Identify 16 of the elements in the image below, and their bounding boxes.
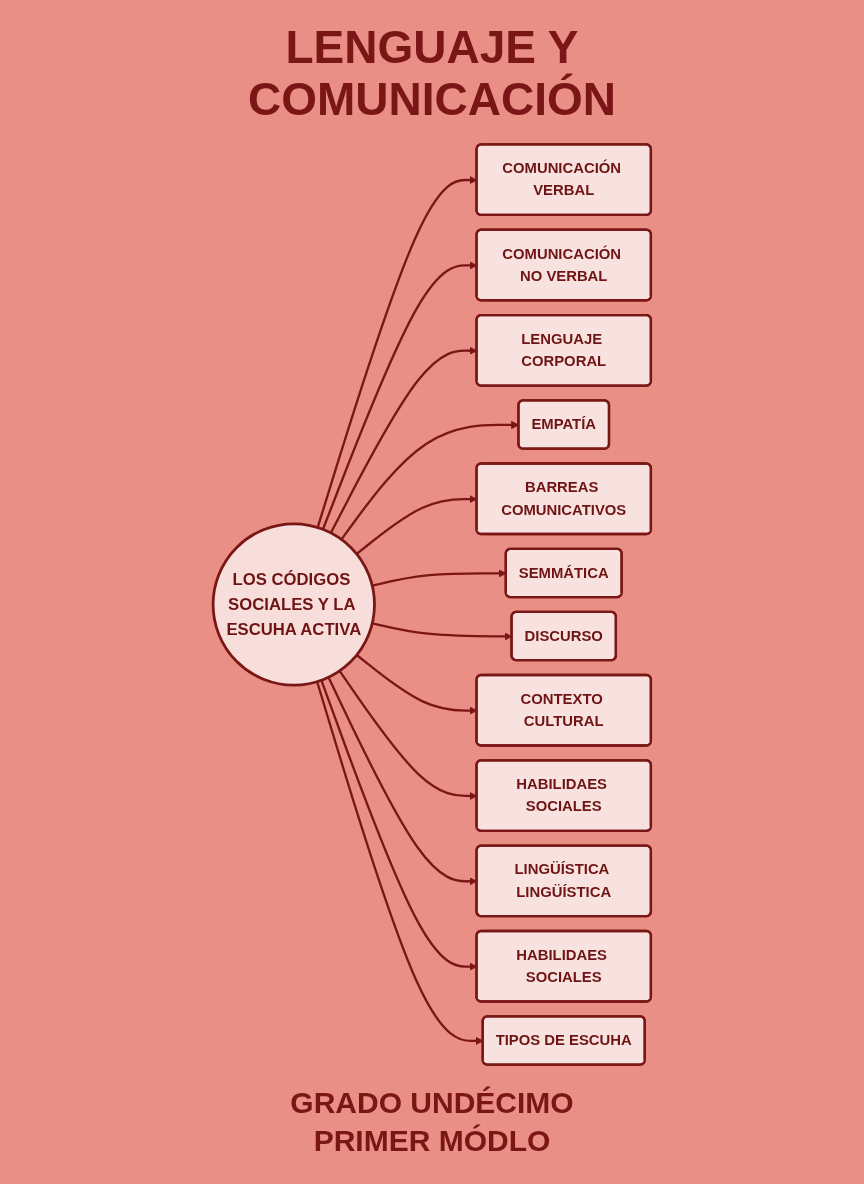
- concept-box: COMUNICACIÓN VERBAL: [475, 143, 653, 217]
- diagram-title: LENGUAJE Y COMUNICACIÓN: [247, 22, 617, 126]
- concept-box: EMPATÍA: [517, 399, 611, 450]
- concept-box: CONTEXTO CULTURAL: [475, 673, 653, 747]
- concept-box: LENGUAJE CORPORAL: [475, 313, 653, 387]
- concept-box: LINGÜÍSTICA LINGÜÍSTICA: [475, 844, 653, 918]
- footer-label: GRADO UNDÉCIMO: [290, 1086, 574, 1120]
- concept-box: COMUNICACIÓN NO VERBAL: [475, 228, 653, 302]
- concept-box: DISCURSO: [510, 610, 617, 662]
- concept-box: HABILIDAES SOCIALES: [475, 759, 653, 832]
- topic-circle: LOS CÓDIGOS SOCIALES Y LA ESCUHA ACTIVA: [211, 522, 376, 687]
- concept-box: HABILIDAES SOCIALES: [475, 929, 653, 1003]
- footer-label: PRIMER MÓDLO: [313, 1124, 551, 1158]
- concept-box: TIPOS DE ESCUHA: [481, 1015, 646, 1066]
- concept-box: BARREAS COMUNICATIVOS: [475, 462, 653, 536]
- concept-box: SEMMÁTICA: [504, 547, 623, 599]
